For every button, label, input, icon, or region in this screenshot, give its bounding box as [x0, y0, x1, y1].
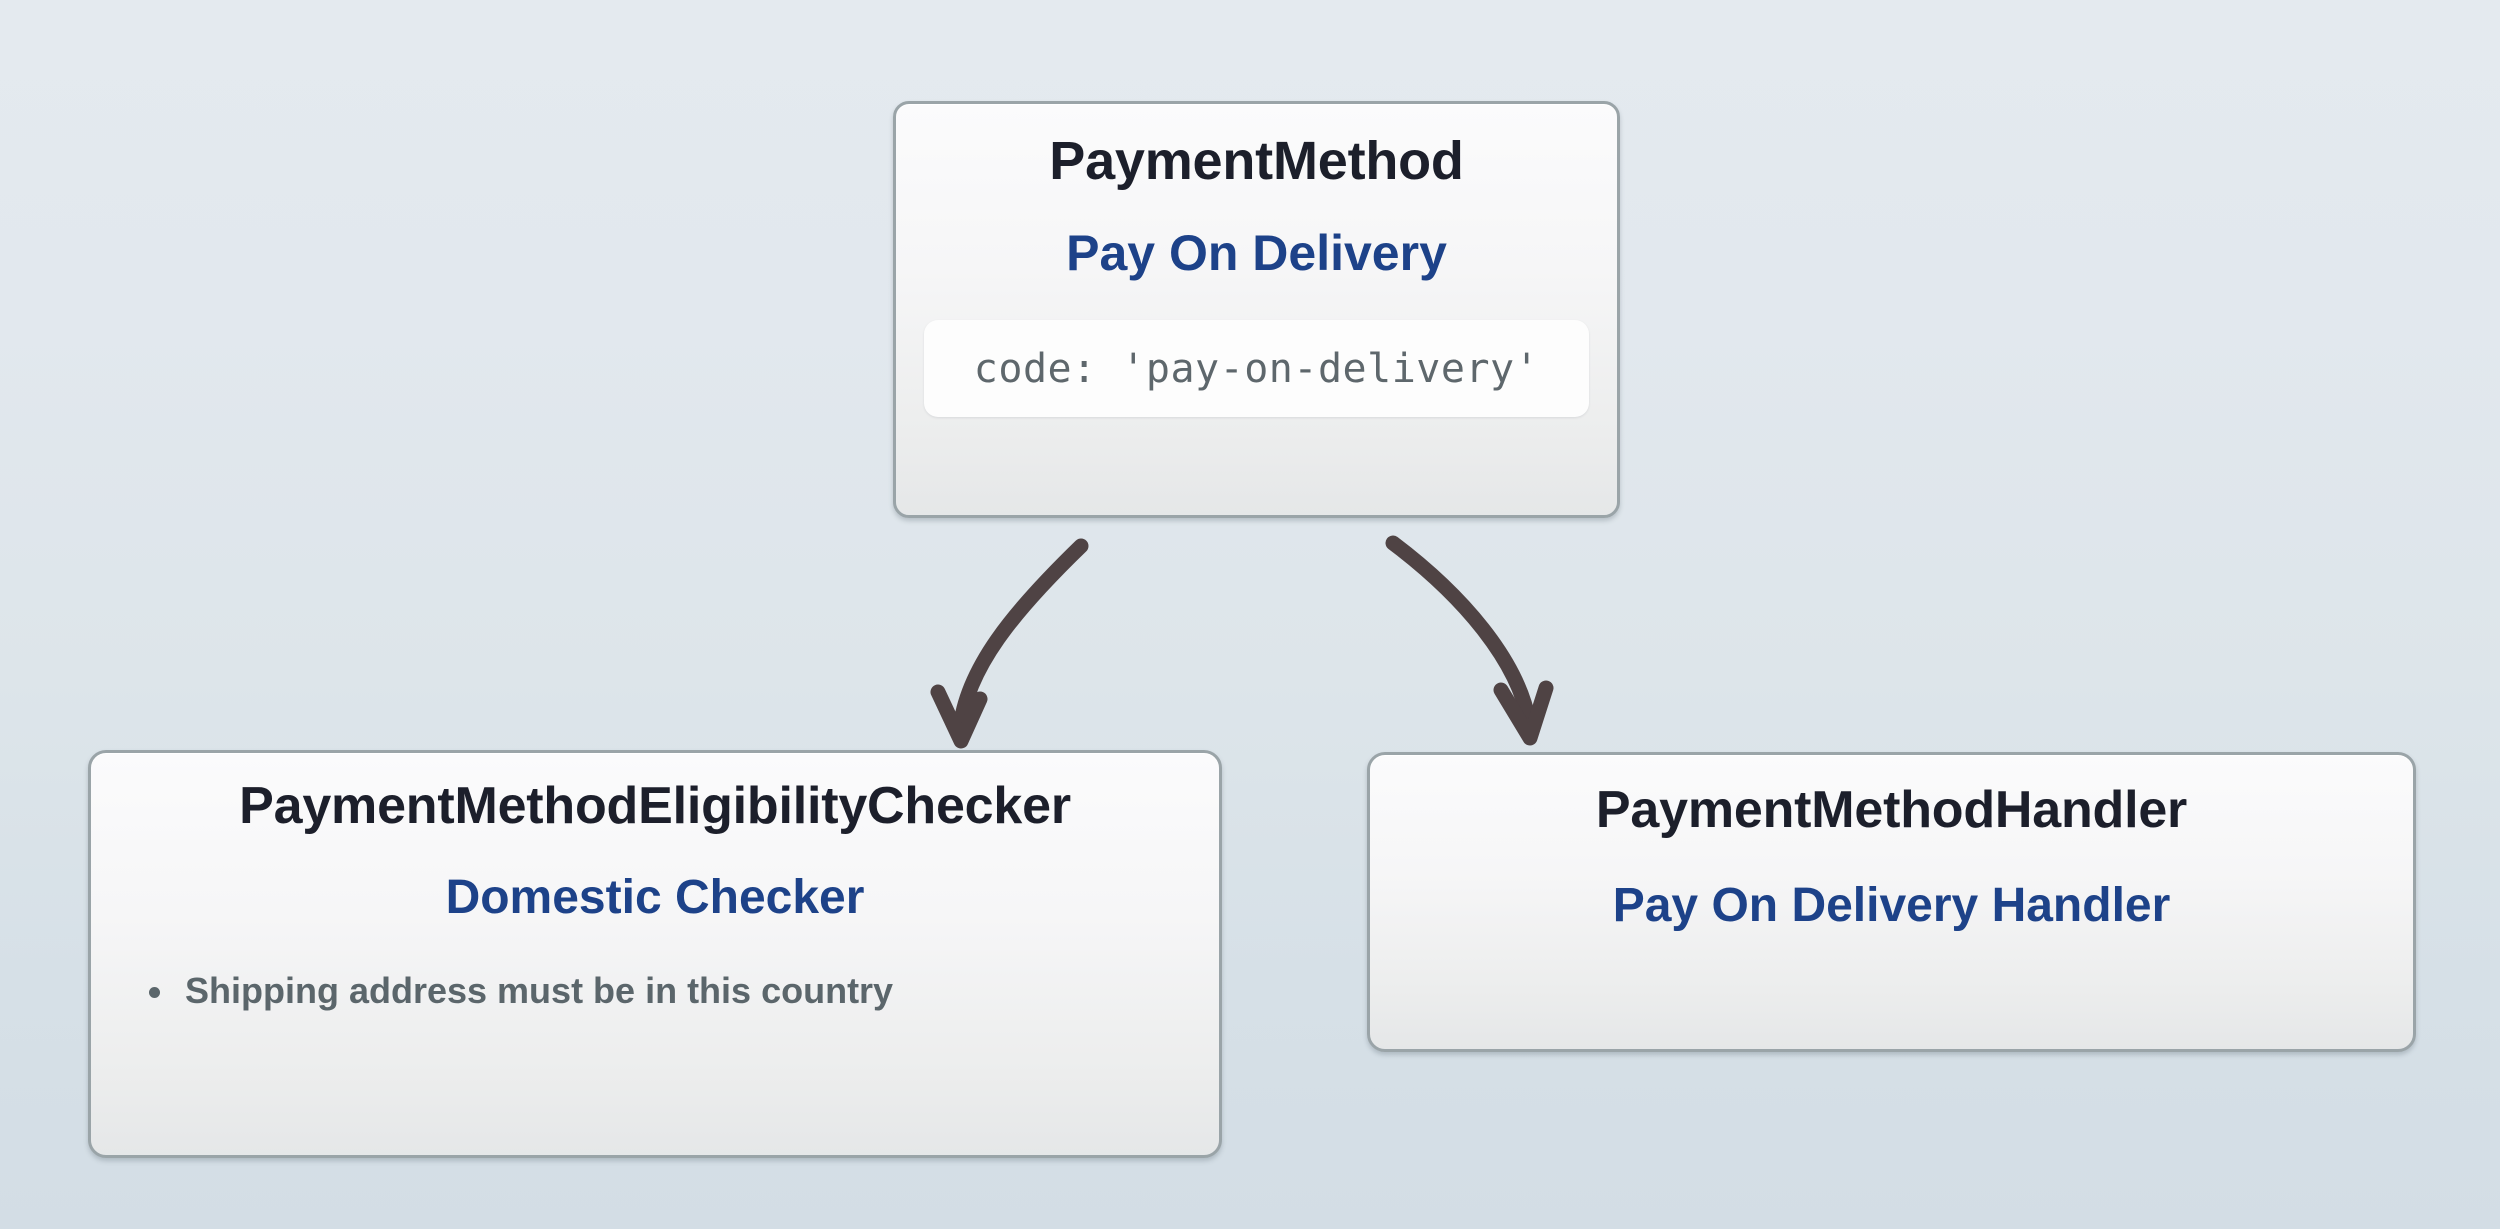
node-payment-handler-title: PaymentMethodHandler	[1595, 781, 2188, 839]
edge-payment-method-to-payment-handler	[1385, 535, 1554, 746]
node-eligibility-checker-title: PaymentMethodEligibilityChecker	[239, 777, 1071, 835]
node-eligibility-checker[interactable]: PaymentMethodEligibilityChecker Domestic…	[88, 750, 1222, 1158]
node-payment-handler-subtitle: Pay On Delivery Handler	[1612, 879, 2171, 932]
criteria-label: Shipping address must be in this country	[185, 970, 894, 1011]
code-snippet-text: code: 'pay-on-delivery'	[973, 345, 1540, 392]
node-eligibility-checker-subtitle: Domestic Checker	[445, 871, 865, 924]
edge-payment-method-to-eligibility-checker	[930, 538, 1089, 749]
list-item: Shipping address must be in this country	[127, 967, 1219, 1015]
criteria-list: Shipping address must be in this country	[91, 967, 1219, 1015]
node-payment-method-title: PaymentMethod	[1049, 131, 1464, 191]
node-payment-method-subtitle: Pay On Delivery	[1066, 225, 1447, 281]
code-snippet-box: code: 'pay-on-delivery'	[924, 320, 1589, 417]
node-payment-handler[interactable]: PaymentMethodHandler Pay On Delivery Han…	[1367, 752, 2416, 1052]
node-payment-method[interactable]: PaymentMethod Pay On Delivery code: 'pay…	[893, 101, 1620, 518]
bullet-icon	[149, 987, 160, 998]
